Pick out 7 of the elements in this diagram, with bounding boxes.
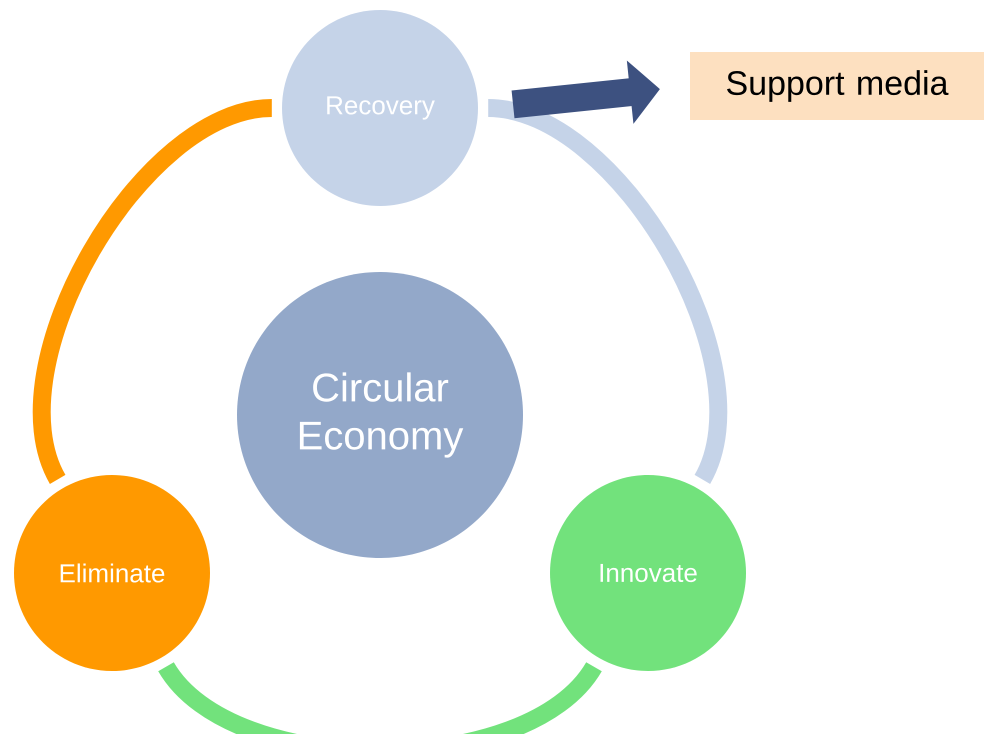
ring-arc <box>159 661 602 734</box>
ring-arc <box>486 99 728 483</box>
circle-node: Eliminate <box>14 475 210 671</box>
ring-arc <box>32 99 274 483</box>
circle-node: Innovate <box>550 475 746 671</box>
circle-node: Recovery <box>282 10 478 206</box>
label-box: Support media <box>690 52 984 120</box>
